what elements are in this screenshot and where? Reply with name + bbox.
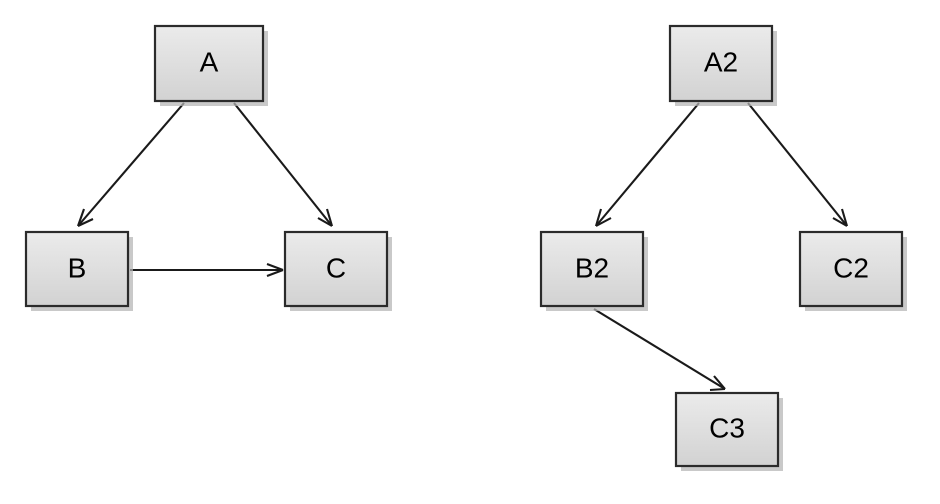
edge-b2-to-c3[interactable]	[593, 308, 726, 392]
node-c[interactable]: C	[283, 230, 392, 311]
edge-group-right	[593, 102, 849, 392]
node-c2[interactable]: C2	[798, 230, 907, 311]
node-c3[interactable]: C3	[674, 391, 783, 471]
edge-group-left	[77, 102, 334, 277]
node-a[interactable]: A	[153, 24, 268, 106]
edge-a-to-b[interactable]	[77, 102, 185, 227]
edge-a2-to-c2[interactable]	[747, 102, 849, 227]
node-a2[interactable]: A2	[668, 24, 777, 106]
node-b[interactable]: B	[24, 230, 133, 311]
node-b2[interactable]: B2	[539, 230, 648, 311]
edge-a-to-c[interactable]	[233, 102, 334, 227]
edge-b-to-c[interactable]	[130, 263, 284, 277]
edge-a2-to-b2[interactable]	[594, 102, 700, 227]
